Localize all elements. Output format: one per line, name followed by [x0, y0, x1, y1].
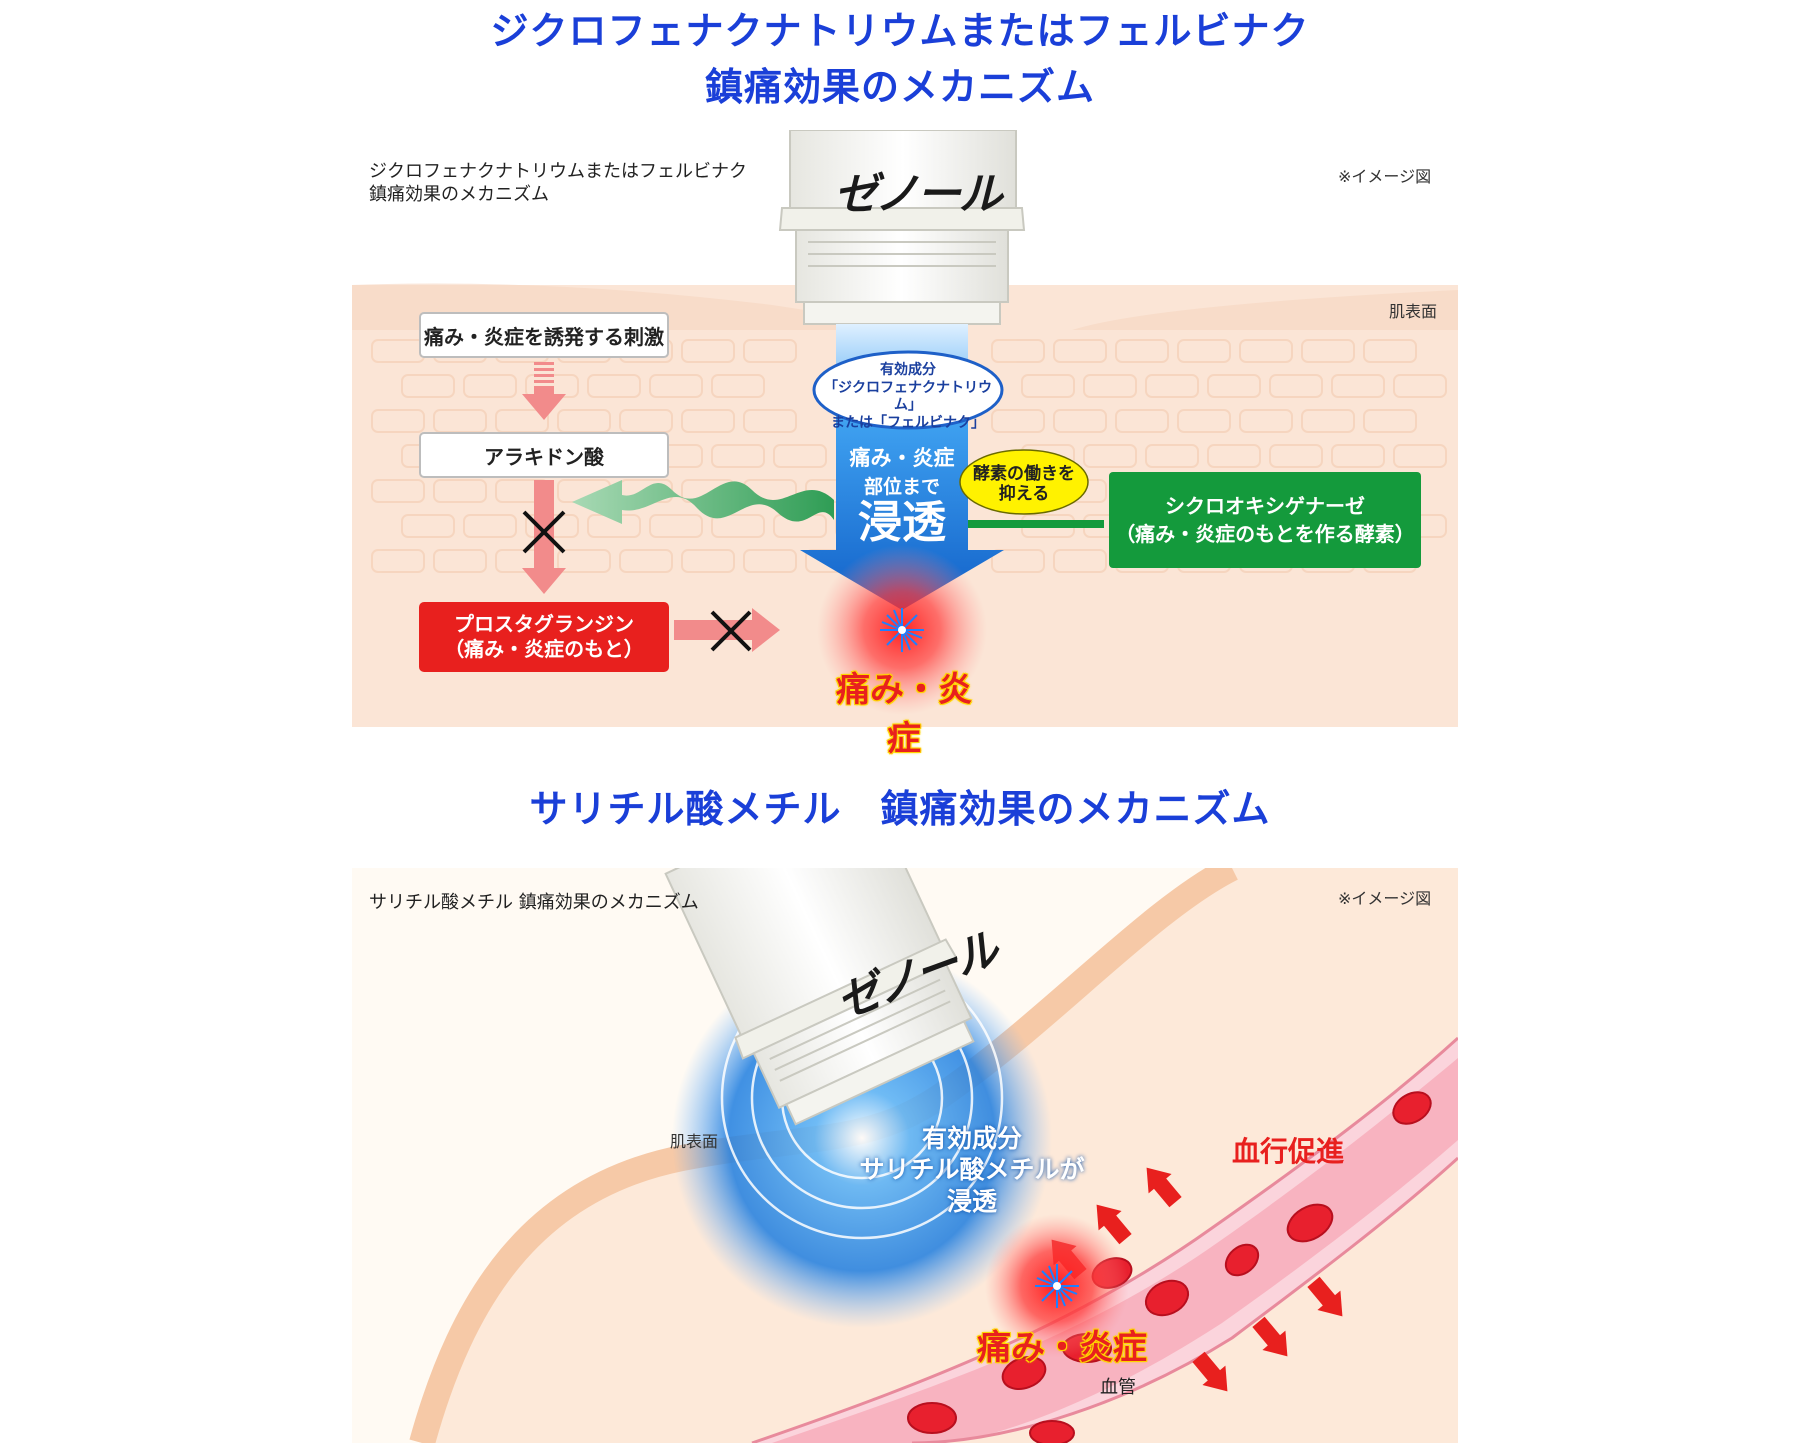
blood-vessel-inner: [772, 1058, 1458, 1443]
block-mark-1: [522, 510, 566, 554]
enzyme-bubble-line1: 酵素の働きを: [973, 464, 1075, 484]
panel1-product-logo: ゼノール: [834, 169, 1003, 220]
arachidonic-acid-box: アラキドン酸: [419, 432, 669, 478]
ingredient-label: 有効成分 「ジクロフェナクナトリウム」 または「フェルビナク」: [814, 362, 1002, 432]
ingredient-label-line2: 「ジクロフェナクナトリウム」: [824, 379, 992, 414]
mechanism-panel-2: サリチル酸メチル 鎮痛効果のメカニズム ※イメージ図 ゼノール 肌表面 有効成分…: [352, 868, 1458, 1443]
panel1-image-note: ※イメージ図: [1338, 167, 1432, 186]
blood-vessel-label: 血管: [1100, 1377, 1136, 1398]
cox-enzyme-box: シクロオキシゲナーゼ （痛み・炎症のもとを作る酵素）: [1109, 472, 1421, 568]
prostaglandin-box: プロスタグランジン （痛み・炎症のもと）: [419, 602, 669, 672]
flow-arrow-2: [522, 480, 566, 594]
main-title-line2: 鎮痛効果のメカニズム: [704, 65, 1095, 109]
product-tube-1: [778, 130, 1026, 325]
penetrate-line3: 浸透: [858, 497, 946, 548]
blood-flow-label: 血行促進: [1232, 1135, 1345, 1168]
panel2-ingredient-label: 有効成分 サリチル酸メチルが 浸透: [852, 1123, 1092, 1217]
panel1-pain-label: 痛み・炎症: [836, 670, 972, 759]
penetrate-label: 痛み・炎症 部位まで 浸透: [822, 442, 982, 547]
panel2-caption: サリチル酸メチル 鎮痛効果のメカニズム: [369, 892, 699, 913]
panel2-ingredient-line3: 浸透: [946, 1186, 997, 1216]
panel1-caption-line2: 鎮痛効果のメカニズム: [369, 184, 549, 206]
salicylate-title: サリチル酸メチル 鎮痛効果のメカニズム: [529, 787, 1271, 831]
panel2-illustration: [352, 868, 1458, 1443]
enzyme-bubble: [959, 449, 1089, 515]
mechanism-panel-1: ジクロフェナクナトリウムまたはフェルビナク 鎮痛効果のメカニズム ※イメージ図 …: [352, 130, 1458, 759]
panel1-skin-surface-label: 肌表面: [1389, 302, 1438, 321]
enzyme-bubble-line2: 抑える: [998, 484, 1050, 505]
panel2-pain-label: 痛み・炎症: [977, 1328, 1147, 1368]
prostaglandin-note: （痛み・炎症のもと）: [444, 637, 644, 661]
main-title-line1: ジクロフェナクナトリウムまたはフェルビナク: [490, 9, 1310, 53]
cox-connector: [968, 520, 1104, 528]
product-tube-2: [664, 868, 975, 1126]
prostaglandin-label: プロスタグランジン: [454, 612, 634, 636]
panel1-caption: ジクロフェナクナトリウムまたはフェルビナク 鎮痛効果のメカニズム: [369, 160, 747, 207]
enzyme-bubble-text: 酵素の働きを 抑える: [960, 464, 1088, 505]
penetrate-line2: 部位まで: [863, 476, 940, 498]
panel2-ingredient-line1: 有効成分: [921, 1124, 1022, 1153]
panel2-skin-surface-label: 肌表面: [670, 1132, 719, 1151]
panel2-image-note: ※イメージ図: [1338, 889, 1432, 908]
cox-enzyme-label: シクロオキシゲナーゼ: [1165, 494, 1365, 518]
inhibition-wave-arrow: [572, 480, 834, 524]
penetrate-line1: 痛み・炎症: [849, 446, 955, 470]
ingredient-oval: [812, 350, 1004, 430]
block-mark-2: [710, 610, 752, 652]
ingredient-label-line3: または「フェルビナク」: [831, 414, 985, 431]
panel2-ingredient-line2: サリチル酸メチルが: [859, 1155, 1085, 1185]
panel1-caption-line1: ジクロフェナクナトリウムまたはフェルビナク: [369, 161, 747, 182]
stimulus-box: 痛み・炎症を誘発する刺激: [419, 312, 669, 358]
cox-enzyme-note: （痛み・炎症のもとを作る酵素）: [1115, 522, 1415, 546]
flow-arrow-1: [522, 362, 566, 420]
ingredient-label-line1: 有効成分: [880, 362, 936, 378]
